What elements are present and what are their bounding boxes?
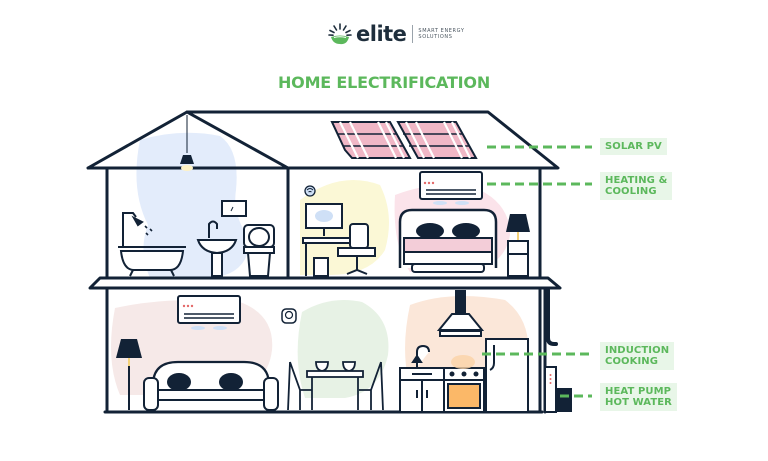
desk-computer-icon <box>302 203 376 277</box>
label-heat-pump-hot-water: HEAT PUMP HOT WATER <box>600 383 677 411</box>
label-leader-lines <box>482 145 592 398</box>
label-induction-cooking: INDUCTION COOKING <box>600 342 675 370</box>
sink-icon <box>196 200 247 277</box>
induction-cooktop-oven-icon <box>443 355 485 413</box>
tagline-line-2: SOLUTIONS <box>418 34 453 40</box>
roof-top <box>185 110 560 170</box>
floor-lamp-icon <box>116 339 142 410</box>
kitchen-sink-cabinet-icon <box>399 344 445 413</box>
wifi-router-icon <box>304 185 316 197</box>
thermostat-icon <box>281 308 297 324</box>
downpipe <box>546 288 558 346</box>
heat-pump-indoor-unit-upper <box>419 171 483 205</box>
page-title: HOME ELECTRIFICATION <box>277 73 491 92</box>
toilet-icon <box>243 224 275 277</box>
range-hood-icon <box>436 290 485 337</box>
solar-panels-icon <box>330 121 478 159</box>
floor-slab <box>88 276 562 290</box>
label-heating-cooling: HEATING & COOLING <box>600 172 673 200</box>
bedside-lamp-icon <box>506 214 530 277</box>
label-solar-pv: SOLAR PV <box>600 138 667 155</box>
bathtub-icon <box>118 212 186 277</box>
heat-pump-indoor-unit-lower <box>177 295 241 330</box>
sunrise-leaf-icon <box>328 23 352 45</box>
heat-pump-water-heater-icon <box>544 366 572 413</box>
pendant-lamp-icon <box>180 115 194 171</box>
bed-icon <box>398 208 498 273</box>
logo-divider <box>412 25 414 43</box>
refrigerator-icon <box>485 338 529 413</box>
brand-logo: elite SMART ENERGY SOLUTIONS <box>328 20 465 48</box>
brand-name: elite <box>356 21 407 46</box>
sofa-icon <box>143 360 279 411</box>
tagline-line-1: SMART ENERGY <box>418 28 465 34</box>
brand-tagline: SMART ENERGY SOLUTIONS <box>418 28 464 40</box>
dining-table-icon <box>287 361 384 411</box>
